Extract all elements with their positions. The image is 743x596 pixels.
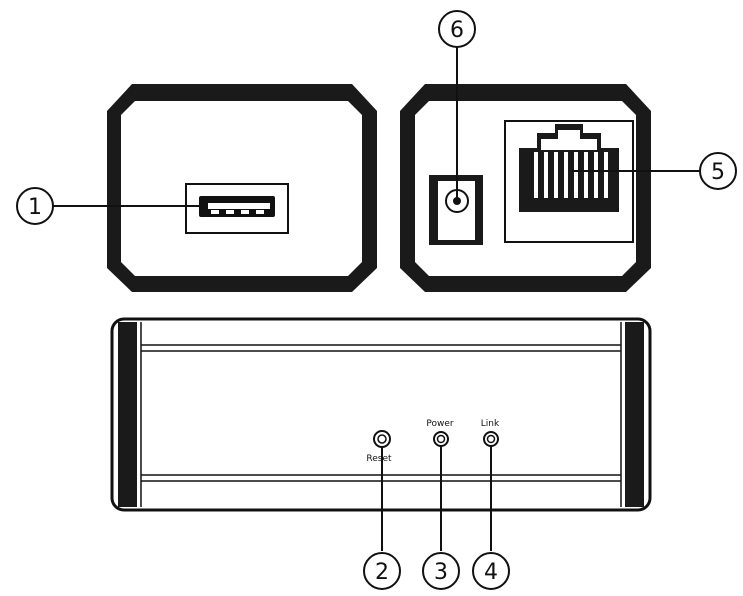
rj45-port	[504, 120, 634, 243]
callout-3-number: 3	[434, 560, 448, 585]
callout-6: 6	[438, 10, 476, 48]
network-end-panel	[400, 84, 651, 292]
callout-2: 2	[363, 552, 401, 590]
callout-1: 1	[16, 187, 54, 225]
callout-3: 3	[422, 552, 460, 590]
callout-4-number: 4	[484, 560, 498, 585]
callout-5: 5	[699, 152, 737, 190]
reset-button	[373, 430, 391, 448]
leader-lines	[53, 47, 700, 551]
callout-2-number: 2	[375, 560, 389, 585]
left-end-cap	[118, 322, 137, 507]
callout-5-number: 5	[711, 160, 725, 185]
right-end-cap	[625, 322, 644, 507]
usb-port	[185, 183, 289, 234]
link-led	[483, 431, 499, 447]
usb-end-panel	[107, 84, 377, 292]
callout-4: 4	[472, 552, 510, 590]
power-label: Power	[426, 419, 454, 429]
power-led	[433, 431, 449, 447]
callout-1-number: 1	[28, 195, 42, 220]
callout-6-number: 6	[450, 18, 464, 43]
link-label: Link	[481, 419, 500, 429]
reset-label: Reset	[366, 454, 392, 464]
